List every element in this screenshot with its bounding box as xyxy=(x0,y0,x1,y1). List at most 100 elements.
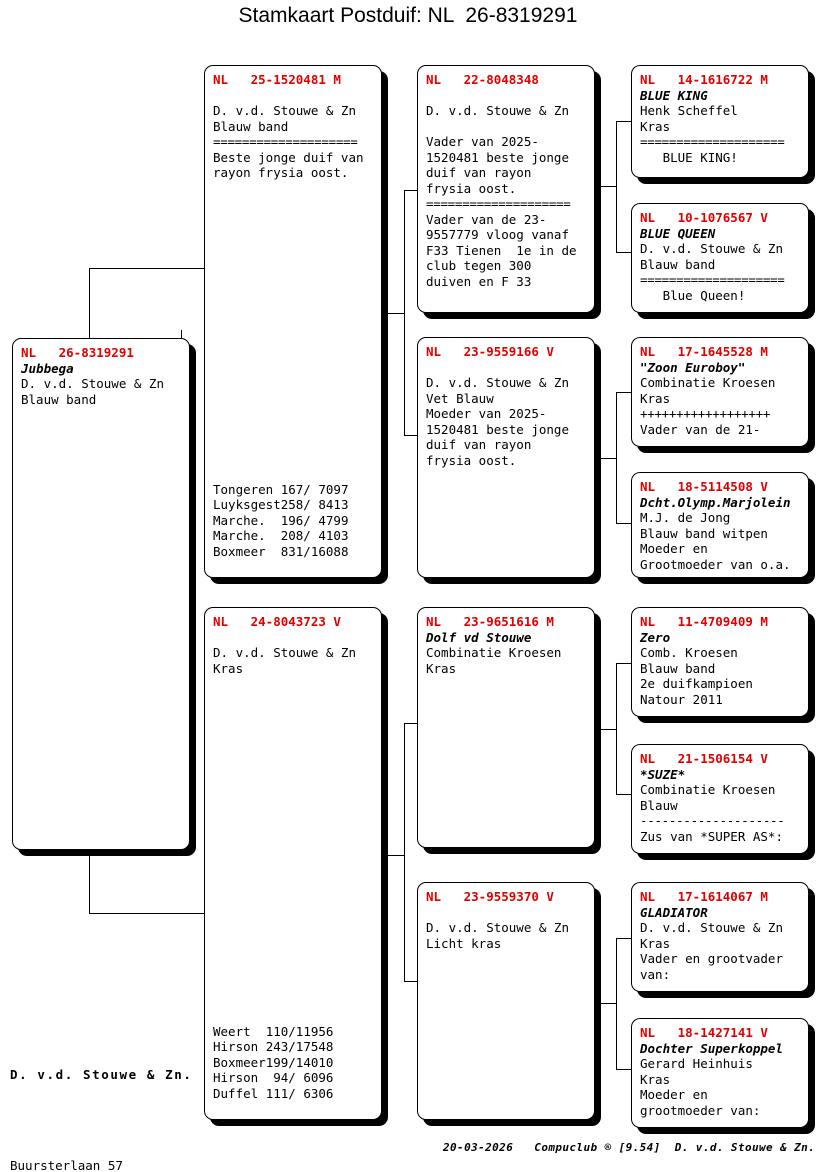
gen3-4-line-2: Blauw band witpen xyxy=(640,525,768,541)
gen3-1-line-2: Kras xyxy=(640,118,671,134)
subject-name: Jubbega xyxy=(21,360,74,376)
connector-g1b-trunk xyxy=(404,723,405,981)
result-pos: 110/11956 xyxy=(265,1023,334,1039)
gen1-dam-ring: NL 24-8043723 V xyxy=(213,614,341,629)
gen3-4-ring: NL 18-5114508 V xyxy=(640,479,768,494)
gen2-2-line-3: Moeder van 2025- xyxy=(426,406,547,421)
gen1-sire-separator: ==================== xyxy=(213,134,358,149)
page-title: Stamkaart Postduif: NL 26-8319291 xyxy=(238,4,578,27)
gen2-3-ring: NL 23-9651616 M xyxy=(426,614,554,629)
gen3-3-line-2: Kras xyxy=(640,390,671,406)
result-pos: 94/ 6096 xyxy=(265,1070,334,1085)
result-row: Marche. 208/ 4103 xyxy=(213,528,348,544)
connector-g1b-bottom xyxy=(404,981,419,982)
gen2-2-line-2: Vet Blauw xyxy=(426,390,494,406)
gen1-sire-spacer xyxy=(213,88,373,104)
subject-line-1: D. v.d. Stouwe & Zn xyxy=(21,376,164,391)
result-row: Hirson 94/ 6096 xyxy=(213,1070,333,1086)
gen3-8-name: Dochter Superkoppel xyxy=(640,1040,783,1056)
gen3-box-7[interactable]: NL 17-1614067 M GLADIATOR D. v.d. Stouwe… xyxy=(631,882,809,992)
gen3-8-line-3: Moeder en xyxy=(640,1087,708,1102)
connector-g2d-trunk xyxy=(616,938,617,1069)
gen3-6-line-2: Blauw xyxy=(640,797,678,813)
result-race: Tongeren xyxy=(213,481,281,497)
gen2-2-line-4: 1520481 beste jonge xyxy=(426,421,569,437)
gen2-1-note-2: 9557779 vloog vanaf xyxy=(426,227,569,242)
gen2-1-line-1: D. v.d. Stouwe & Zn xyxy=(426,103,569,118)
connector-g1b-top xyxy=(404,723,419,724)
connector-g2d-top xyxy=(616,938,631,939)
gen3-box-5[interactable]: NL 11-4709409 M Zero Comb. Kroesen Blauw… xyxy=(631,607,809,717)
gen3-box-3[interactable]: NL 17-1645528 M "Zoon Euroboy" Combinati… xyxy=(631,337,809,447)
gen1-dam-spacer xyxy=(213,630,373,646)
gen3-3-line-1: Combinatie Kroesen xyxy=(640,375,776,390)
gen3-4-line-1: M.J. de Jong xyxy=(640,510,731,525)
gen2-2-line-1: D. v.d. Stouwe & Zn xyxy=(426,375,569,390)
gen2-1-note-3: F33 Tienen 1e in de xyxy=(426,242,577,258)
gen3-2-ring: NL 10-1076567 V xyxy=(640,210,768,225)
gen2-1-spacer-b xyxy=(426,119,586,135)
gen2-4-spacer xyxy=(426,905,586,921)
gen2-1-line-4: duif van rayon xyxy=(426,165,532,180)
gen1-sire-note-1: Beste jonge duif van xyxy=(213,149,364,165)
gen3-4-name: Dcht.Olymp.Marjolein xyxy=(640,494,791,510)
gen3-box-8[interactable]: NL 18-1427141 V Dochter Superkoppel Gera… xyxy=(631,1018,809,1128)
gen1-box-dam[interactable]: NL 24-8043723 V D. v.d. Stouwe & Zn Kras… xyxy=(204,607,382,1120)
connector-g2c-trunk xyxy=(616,663,617,794)
connector-g1a-in xyxy=(380,313,404,314)
result-row: Tongeren 167/ 7097 xyxy=(213,482,348,498)
gen3-box-4[interactable]: NL 18-5114508 V Dcht.Olymp.Marjolein M.J… xyxy=(631,472,809,578)
connector-g2c-top xyxy=(616,663,631,664)
gen3-8-line-1: Gerard Heinhuis xyxy=(640,1056,753,1071)
gen3-8-ring: NL 18-1427141 V xyxy=(640,1025,768,1040)
gen3-7-line-3: Vader en grootvader xyxy=(640,951,783,966)
gen1-dam-line-2: Kras xyxy=(213,660,244,676)
gen2-box-2[interactable]: NL 23-9559166 V D. v.d. Stouwe & Zn Vet … xyxy=(417,337,595,578)
gen1-dam-line-1: D. v.d. Stouwe & Zn xyxy=(213,645,356,660)
gen3-8-line-4: grootmoeder van: xyxy=(640,1102,761,1118)
connector-g1a-bottom xyxy=(404,435,419,436)
gen3-2-note-1: Blue Queen! xyxy=(640,287,746,303)
gen3-box-1[interactable]: NL 14-1616722 M BLUE KING Henk Scheffel … xyxy=(631,65,809,178)
gen2-1-ring: NL 22-8048348 xyxy=(426,72,539,87)
gen2-1-separator: ==================== xyxy=(426,196,571,211)
gen3-box-6[interactable]: NL 21-1506154 V *SUZE* Combinatie Kroese… xyxy=(631,744,809,854)
gen1-sire-line-1: D. v.d. Stouwe & Zn xyxy=(213,103,356,118)
result-row: Hirson 243/17548 xyxy=(213,1039,333,1055)
gen3-7-name: GLADIATOR xyxy=(640,904,708,920)
result-row: Weert 110/11956 xyxy=(213,1024,333,1040)
gen3-1-separator: ==================== xyxy=(640,134,785,149)
gen2-box-3[interactable]: NL 23-9651616 M Dolf vd Stouwe Combinati… xyxy=(417,607,595,848)
gen2-4-line-2: Licht kras xyxy=(426,935,502,951)
connector-g2b-in xyxy=(593,458,616,459)
subject-ring: NL 26-8319291 xyxy=(21,345,134,360)
gen3-3-ring: NL 17-1645528 M xyxy=(640,344,768,359)
gen3-box-2[interactable]: NL 10-1076567 V BLUE QUEEN D. v.d. Stouw… xyxy=(631,203,809,313)
result-race: Marche. xyxy=(213,512,281,528)
connector-subject-bottom xyxy=(89,913,204,914)
connector-g2a-bottom xyxy=(616,252,631,253)
result-row: Boxmeer 831/16088 xyxy=(213,544,348,560)
gen1-box-sire[interactable]: NL 25-1520481 M D. v.d. Stouwe & Zn Blau… xyxy=(204,65,382,578)
gen2-box-4[interactable]: NL 23-9559370 V D. v.d. Stouwe & Zn Lich… xyxy=(417,882,595,1120)
result-race: Hirson xyxy=(213,1070,266,1085)
subject-box[interactable]: NL 26-8319291 Jubbega D. v.d. Stouwe & Z… xyxy=(12,338,190,850)
gen3-5-line-2: Blauw band xyxy=(640,660,716,676)
gen2-1-note-1: Vader van de 23- xyxy=(426,211,547,227)
result-pos: 199/14010 xyxy=(265,1054,334,1070)
gen3-8-line-2: Kras xyxy=(640,1071,671,1087)
gen2-1-note-5: duiven en F 33 xyxy=(426,273,532,289)
gen3-1-line-1: Henk Scheffel xyxy=(640,103,738,118)
gen3-5-name: Zero xyxy=(640,629,671,645)
gen3-2-name: BLUE QUEEN xyxy=(640,225,716,241)
gen2-box-1[interactable]: NL 22-8048348 D. v.d. Stouwe & Zn Vader … xyxy=(417,65,595,313)
result-pos: 111/ 6306 xyxy=(265,1085,334,1101)
gen2-1-line-5: frysia oost. xyxy=(426,180,517,196)
gen3-1-note-1: BLUE KING! xyxy=(640,149,738,165)
connector-g1a-top xyxy=(404,190,419,191)
result-race: Marche. xyxy=(213,528,281,543)
gen2-1-spacer-a xyxy=(426,88,586,104)
gen2-4-ring: NL 23-9559370 V xyxy=(426,889,554,904)
gen3-5-line-3: 2e duifkampioen xyxy=(640,676,753,691)
connector-subject-stem xyxy=(181,330,182,338)
